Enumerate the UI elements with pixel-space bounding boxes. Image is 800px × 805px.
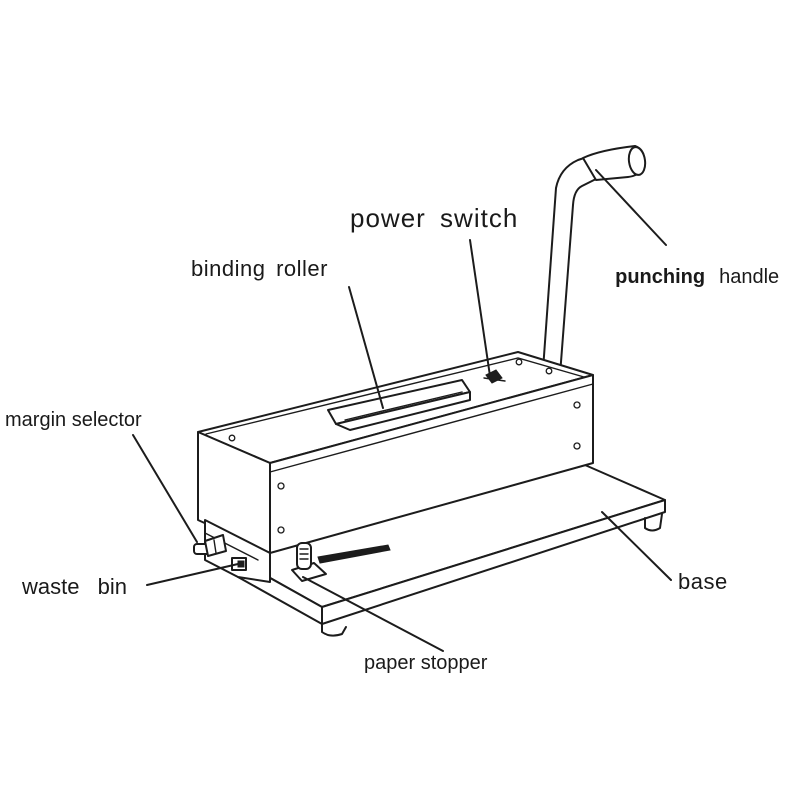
label-binding-roller: binding roller bbox=[191, 256, 328, 281]
label-waste-bin: waste bin bbox=[22, 574, 127, 599]
label-margin-selector: margin selector bbox=[5, 409, 142, 431]
label-punching: punching bbox=[615, 266, 706, 288]
label-paper-stopper: paper stopper bbox=[364, 652, 488, 674]
label-power-switch: power switch bbox=[350, 203, 519, 233]
label-handle: handle bbox=[719, 266, 780, 288]
punching-handle bbox=[542, 145, 647, 376]
margin-selector-knob bbox=[193, 534, 227, 557]
binding-roller bbox=[327, 379, 471, 431]
paper-stopper bbox=[291, 542, 391, 582]
leader-lines bbox=[132, 169, 672, 652]
label-punching-handle: punching handle bbox=[604, 247, 779, 287]
label-base: base bbox=[678, 569, 728, 594]
